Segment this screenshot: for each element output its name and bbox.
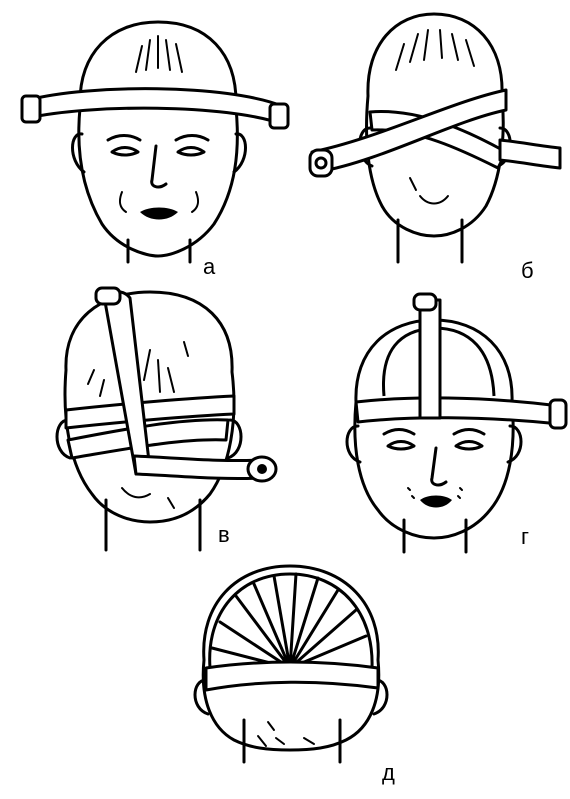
panel-a-hair-strokes — [136, 36, 182, 72]
panel-v-label: в — [218, 524, 230, 546]
panel-d-bandage-circular — [206, 662, 378, 690]
panel-b-label: б — [521, 260, 534, 282]
panel-a-left-brow — [108, 136, 140, 141]
panel-a-bandage-end-right — [270, 104, 288, 128]
panel-g-figure — [347, 294, 566, 552]
panel-b-bandage-upper — [312, 90, 506, 172]
panel-v-neck — [106, 500, 200, 550]
panel-a-label: а — [203, 256, 215, 278]
panel-g-left-eye — [388, 442, 414, 450]
panel-v-roll-core — [257, 464, 267, 474]
panel-b-bandage-roll — [310, 150, 332, 176]
panel-a-figure — [22, 22, 288, 262]
panel-v-nape-strokes — [122, 488, 174, 508]
panel-d-figure — [195, 566, 387, 762]
panel-g-nose — [432, 448, 446, 485]
panel-a-bandage-end-left — [22, 96, 40, 122]
panel-b-figure — [310, 14, 560, 262]
panel-b-bandage-tail — [500, 140, 560, 168]
panel-d-nape-strokes — [258, 722, 314, 746]
panel-g-bandage-end-right — [550, 400, 566, 428]
panel-a-mouth — [140, 208, 178, 220]
panel-b-hair-strokes — [396, 30, 474, 70]
panel-a-bandage-turn — [28, 89, 282, 124]
panel-g-bandage-longitudinal — [420, 300, 440, 418]
panel-d-label: д — [382, 762, 395, 784]
panel-a-left-eye — [112, 148, 138, 156]
panel-a-right-eye — [178, 148, 204, 156]
panel-b-nape-strokes — [410, 178, 448, 204]
panel-g-bandage-top-end — [414, 294, 436, 310]
panel-g-bandage-circular — [356, 398, 560, 424]
panel-a-right-brow — [176, 136, 208, 141]
panel-g-right-eye — [456, 442, 482, 450]
panel-b-neck — [398, 220, 462, 262]
panel-v-bandage-tail — [134, 456, 262, 479]
panel-g-mouth — [420, 496, 452, 508]
panel-g-right-brow — [454, 430, 484, 435]
panel-g-left-brow — [384, 430, 414, 435]
panel-g-label: г — [521, 526, 529, 548]
panel-v-bandage-top-end — [96, 288, 120, 304]
panel-d-neck — [244, 720, 340, 762]
panel-a-nose — [152, 146, 166, 187]
panel-v-figure — [57, 288, 276, 550]
